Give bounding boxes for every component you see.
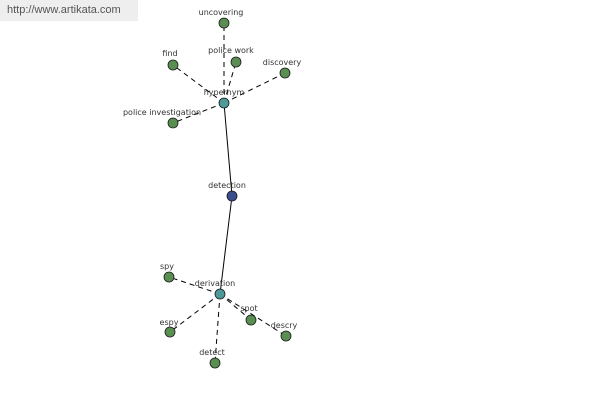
node-derivation[interactable] (214, 288, 226, 300)
node-label-derivation[interactable]: derivation (195, 279, 235, 288)
edge-hypernym-find (172, 64, 225, 104)
node-label-police-work[interactable]: police work (208, 46, 254, 55)
node-label-espy[interactable]: espy (160, 318, 179, 327)
node-label-uncovering[interactable]: uncovering (199, 8, 244, 17)
edge-detection-derivation (219, 195, 233, 295)
node-label-detection[interactable]: detection (208, 181, 246, 190)
edge-derivation-detect (214, 293, 221, 364)
edge-hypernym-police-work (223, 61, 237, 104)
node-descry[interactable] (280, 330, 292, 342)
node-label-hypernym[interactable]: hypernym (204, 88, 245, 97)
node-spot[interactable] (245, 314, 257, 326)
nodes-layer (163, 17, 292, 369)
node-spy[interactable] (163, 271, 175, 283)
labels-layer: detection hypernym derivation uncovering pol… (123, 8, 302, 357)
node-label-police-investigation[interactable]: police investigation (123, 108, 201, 117)
node-police-investigation[interactable] (167, 117, 179, 129)
node-find[interactable] (167, 59, 179, 71)
node-espy[interactable] (164, 326, 176, 338)
node-detect[interactable] (209, 357, 221, 369)
node-label-find[interactable]: find (162, 49, 177, 58)
edge-hypernym-police-investigation (172, 102, 225, 124)
edge-hypernym-discovery (223, 72, 286, 104)
node-label-spy[interactable]: spy (160, 262, 174, 271)
watermark-url: http://www.artikata.com (0, 0, 138, 21)
node-hypernym[interactable] (218, 97, 230, 109)
edge-derivation-espy (169, 293, 221, 333)
node-label-discovery[interactable]: discovery (263, 58, 302, 67)
node-label-spot[interactable]: spot (240, 304, 257, 313)
node-label-descry[interactable]: descry (271, 321, 298, 330)
edge-detection-hypernym (223, 102, 233, 197)
node-label-detect[interactable]: detect (199, 348, 225, 357)
node-detection[interactable] (226, 190, 238, 202)
node-police-work[interactable] (230, 56, 242, 68)
edges-layer (168, 23, 287, 364)
node-uncovering[interactable] (218, 17, 230, 29)
edge-derivation-spot (219, 293, 252, 321)
node-discovery[interactable] (279, 67, 291, 79)
